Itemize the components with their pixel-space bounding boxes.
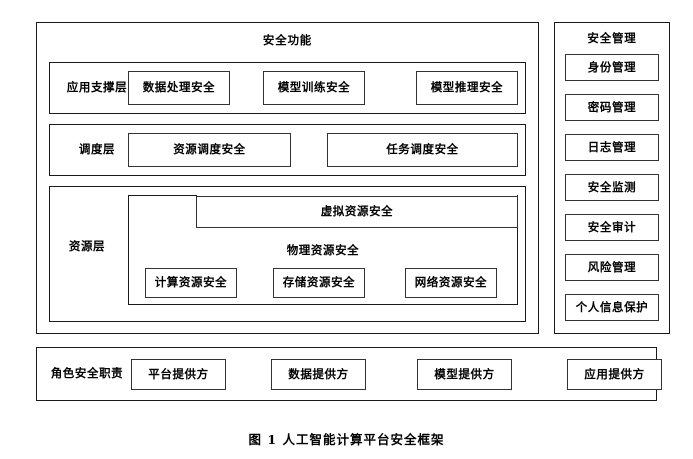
mgmt-item-risk-management[interactable]: 风险管理 bbox=[565, 254, 659, 281]
mgmt-item-password-management[interactable]: 密码管理 bbox=[565, 94, 659, 121]
role-item-model-provider[interactable]: 模型提供方 bbox=[417, 359, 512, 390]
role-item-data-provider[interactable]: 数据提供方 bbox=[271, 359, 366, 390]
box-data-processing-security[interactable]: 数据处理安全 bbox=[128, 71, 230, 105]
mgmt-item-security-monitoring[interactable]: 安全监测 bbox=[565, 174, 659, 201]
box-model-training-security[interactable]: 模型训练安全 bbox=[263, 71, 365, 105]
security-function-title: 安全功能 bbox=[262, 33, 313, 48]
mgmt-item-personal-information-protection[interactable]: 个人信息保护 bbox=[565, 294, 659, 321]
role-responsibility-label: 角色安全职责 bbox=[50, 366, 124, 381]
security-management-title: 安全管理 bbox=[587, 31, 637, 46]
box-compute-resource-security[interactable]: 计算资源安全 bbox=[145, 268, 237, 298]
box-model-inference-security[interactable]: 模型推理安全 bbox=[416, 71, 518, 105]
box-task-scheduling-security[interactable]: 任务调度安全 bbox=[327, 133, 518, 167]
box-network-resource-security[interactable]: 网络资源安全 bbox=[405, 268, 497, 298]
application-support-layer-label: 应用支撑层 bbox=[66, 80, 128, 95]
role-item-platform-provider[interactable]: 平台提供方 bbox=[131, 359, 226, 390]
mgmt-item-log-management[interactable]: 日志管理 bbox=[565, 134, 659, 161]
box-resource-scheduling-security[interactable]: 资源调度安全 bbox=[128, 133, 291, 167]
physical-resource-security-label: 物理资源安全 bbox=[286, 243, 360, 258]
role-item-application-provider[interactable]: 应用提供方 bbox=[567, 359, 662, 390]
resource-layer-label: 资源层 bbox=[68, 239, 106, 254]
mgmt-item-security-audit[interactable]: 安全审计 bbox=[565, 214, 659, 241]
mgmt-item-identity-management[interactable]: 身份管理 bbox=[565, 54, 659, 81]
figure-caption: 图 1 人工智能计算平台安全框架 bbox=[248, 432, 445, 447]
box-virtual-resource-security[interactable]: 虚拟资源安全 bbox=[196, 196, 518, 228]
scheduling-layer-label: 调度层 bbox=[78, 142, 116, 157]
box-storage-resource-security[interactable]: 存储资源安全 bbox=[273, 268, 365, 298]
